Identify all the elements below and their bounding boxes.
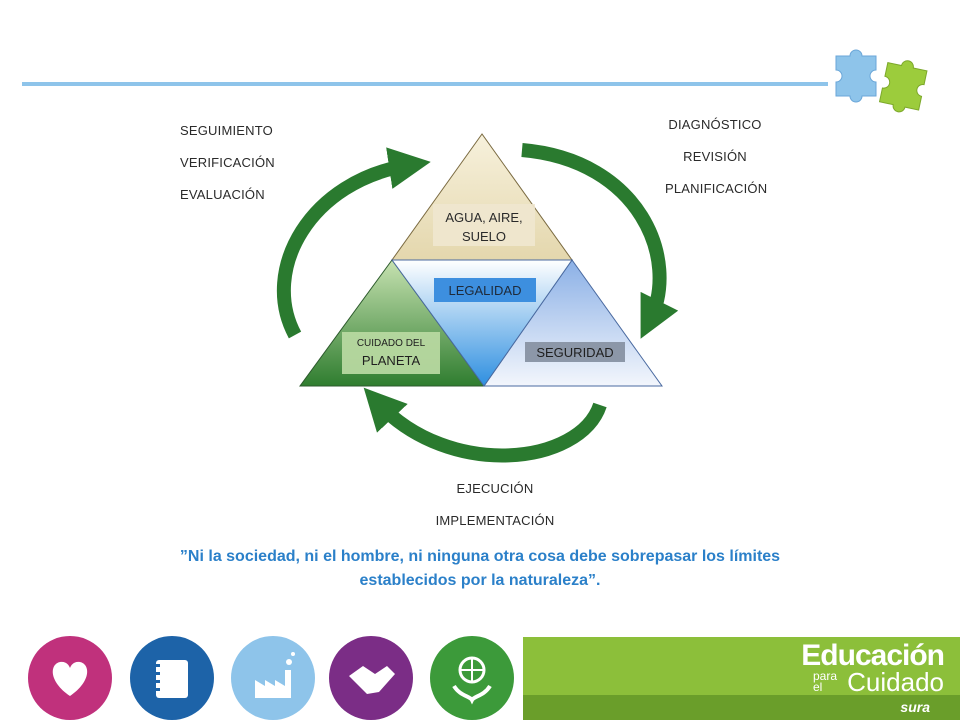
cycle-label-top-left: SEGUIMIENTO VERIFICACIÓN EVALUACIÓN — [180, 115, 275, 211]
header-rule — [22, 82, 828, 86]
label-planificacion: PLANIFICACIÓN — [665, 181, 768, 196]
label-ejecucion: EJECUCIÓN — [456, 481, 534, 496]
handshake-icon — [329, 636, 413, 720]
heart-icon — [28, 636, 112, 720]
label-planeta: PLANETA — [362, 353, 421, 368]
label-cuidado-del: CUIDADO DEL — [357, 338, 426, 349]
label-suelo: SUELO — [462, 229, 506, 244]
quote-line-1: ”Ni la sociedad, ni el hombre, ni ningun… — [179, 548, 781, 565]
quote-text: ”Ni la sociedad, ni el hombre, ni ningun… — [100, 545, 860, 593]
label-agua-aire: AGUA, AIRE, — [445, 210, 522, 225]
label-seguridad: SEGURIDAD — [536, 345, 613, 360]
arrow-bottom — [363, 387, 607, 463]
brand-banner: Educación para el Cuidado sura — [523, 637, 960, 720]
cycle-label-top-right: DIAGNÓSTICO REVISIÓN PLANIFICACIÓN — [665, 109, 768, 205]
arrow-top-left — [276, 147, 431, 339]
cycle-diagram: AGUA, AIRE, SUELO LEGALIDAD CUIDADO DEL … — [276, 133, 679, 463]
brand-cuidado: Cuidado — [847, 667, 944, 697]
label-implementacion: IMPLEMENTACIÓN — [435, 513, 555, 528]
quote-line-2: establecidos por la naturaleza”. — [359, 572, 601, 589]
label-legalidad: LEGALIDAD — [449, 283, 522, 298]
brand-band — [523, 695, 960, 720]
notebook-icon — [130, 636, 214, 720]
cycle-label-bottom: EJECUCIÓN IMPLEMENTACIÓN — [400, 473, 590, 537]
puzzle-icon — [835, 49, 928, 113]
label-revision: REVISIÓN — [683, 149, 747, 164]
brand-sura: sura — [900, 699, 930, 715]
globe-plant-icon — [430, 636, 514, 720]
factory-icon — [231, 636, 315, 720]
brand-para: para el — [813, 669, 838, 694]
brand-title: Educación — [801, 639, 945, 672]
label-verificacion: VERIFICACIÓN — [180, 155, 275, 170]
label-evaluacion: EVALUACIÓN — [180, 187, 265, 202]
label-diagnostico: DIAGNÓSTICO — [668, 117, 762, 132]
arrow-top-right — [521, 143, 679, 339]
label-seguimiento: SEGUIMIENTO — [180, 123, 273, 138]
